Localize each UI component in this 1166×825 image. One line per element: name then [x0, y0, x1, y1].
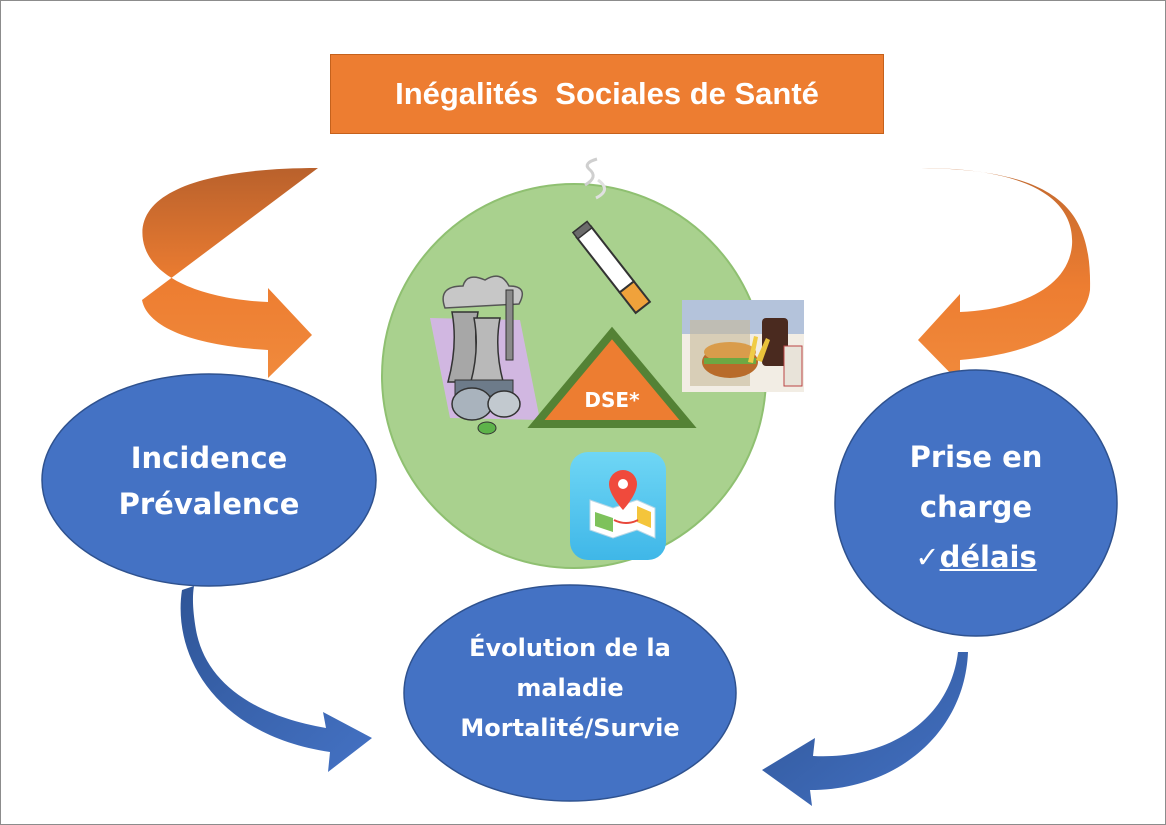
prise-en-charge-label: Prise en charge ✓délais: [880, 432, 1072, 582]
evolution-ellipse: [403, 584, 737, 802]
charge-text: charge: [919, 490, 1033, 524]
diagram-title: Inégalités Sociales de Santé: [395, 76, 819, 111]
incidence-label: Incidence Prévalence: [92, 435, 326, 527]
delais-text: délais: [939, 540, 1037, 574]
factory-icon: [430, 275, 540, 435]
cigarette-icon: [571, 157, 652, 315]
dse-label: DSE*: [584, 388, 640, 412]
prise-en-charge-ellipse: [834, 369, 1118, 637]
map-pin-icon: [570, 452, 666, 560]
evolution-text: Évolution de la: [469, 634, 671, 662]
check-icon: ✓: [915, 540, 940, 574]
prevalence-text: Prévalence: [118, 487, 300, 521]
prise-en-text: Prise en: [909, 440, 1043, 474]
curved-arrow-top-right: [918, 168, 1091, 383]
evolution-label: Évolution de la maladie Mortalité/Survie: [440, 628, 700, 748]
curved-arrow-top-left: [142, 168, 318, 378]
incidence-text: Incidence: [130, 441, 288, 475]
fast-food-icon: [682, 300, 804, 392]
curved-arrow-bottom-left: [180, 586, 372, 772]
delais-line: ✓délais: [880, 532, 1072, 582]
maladie-text: maladie: [516, 674, 624, 702]
dse-triangle: [527, 326, 697, 428]
mortalite-text: Mortalité/Survie: [460, 714, 680, 742]
incidence-ellipse: [41, 373, 377, 587]
title-box: Inégalités Sociales de Santé: [330, 54, 884, 134]
curved-arrow-bottom-right: [762, 652, 968, 806]
